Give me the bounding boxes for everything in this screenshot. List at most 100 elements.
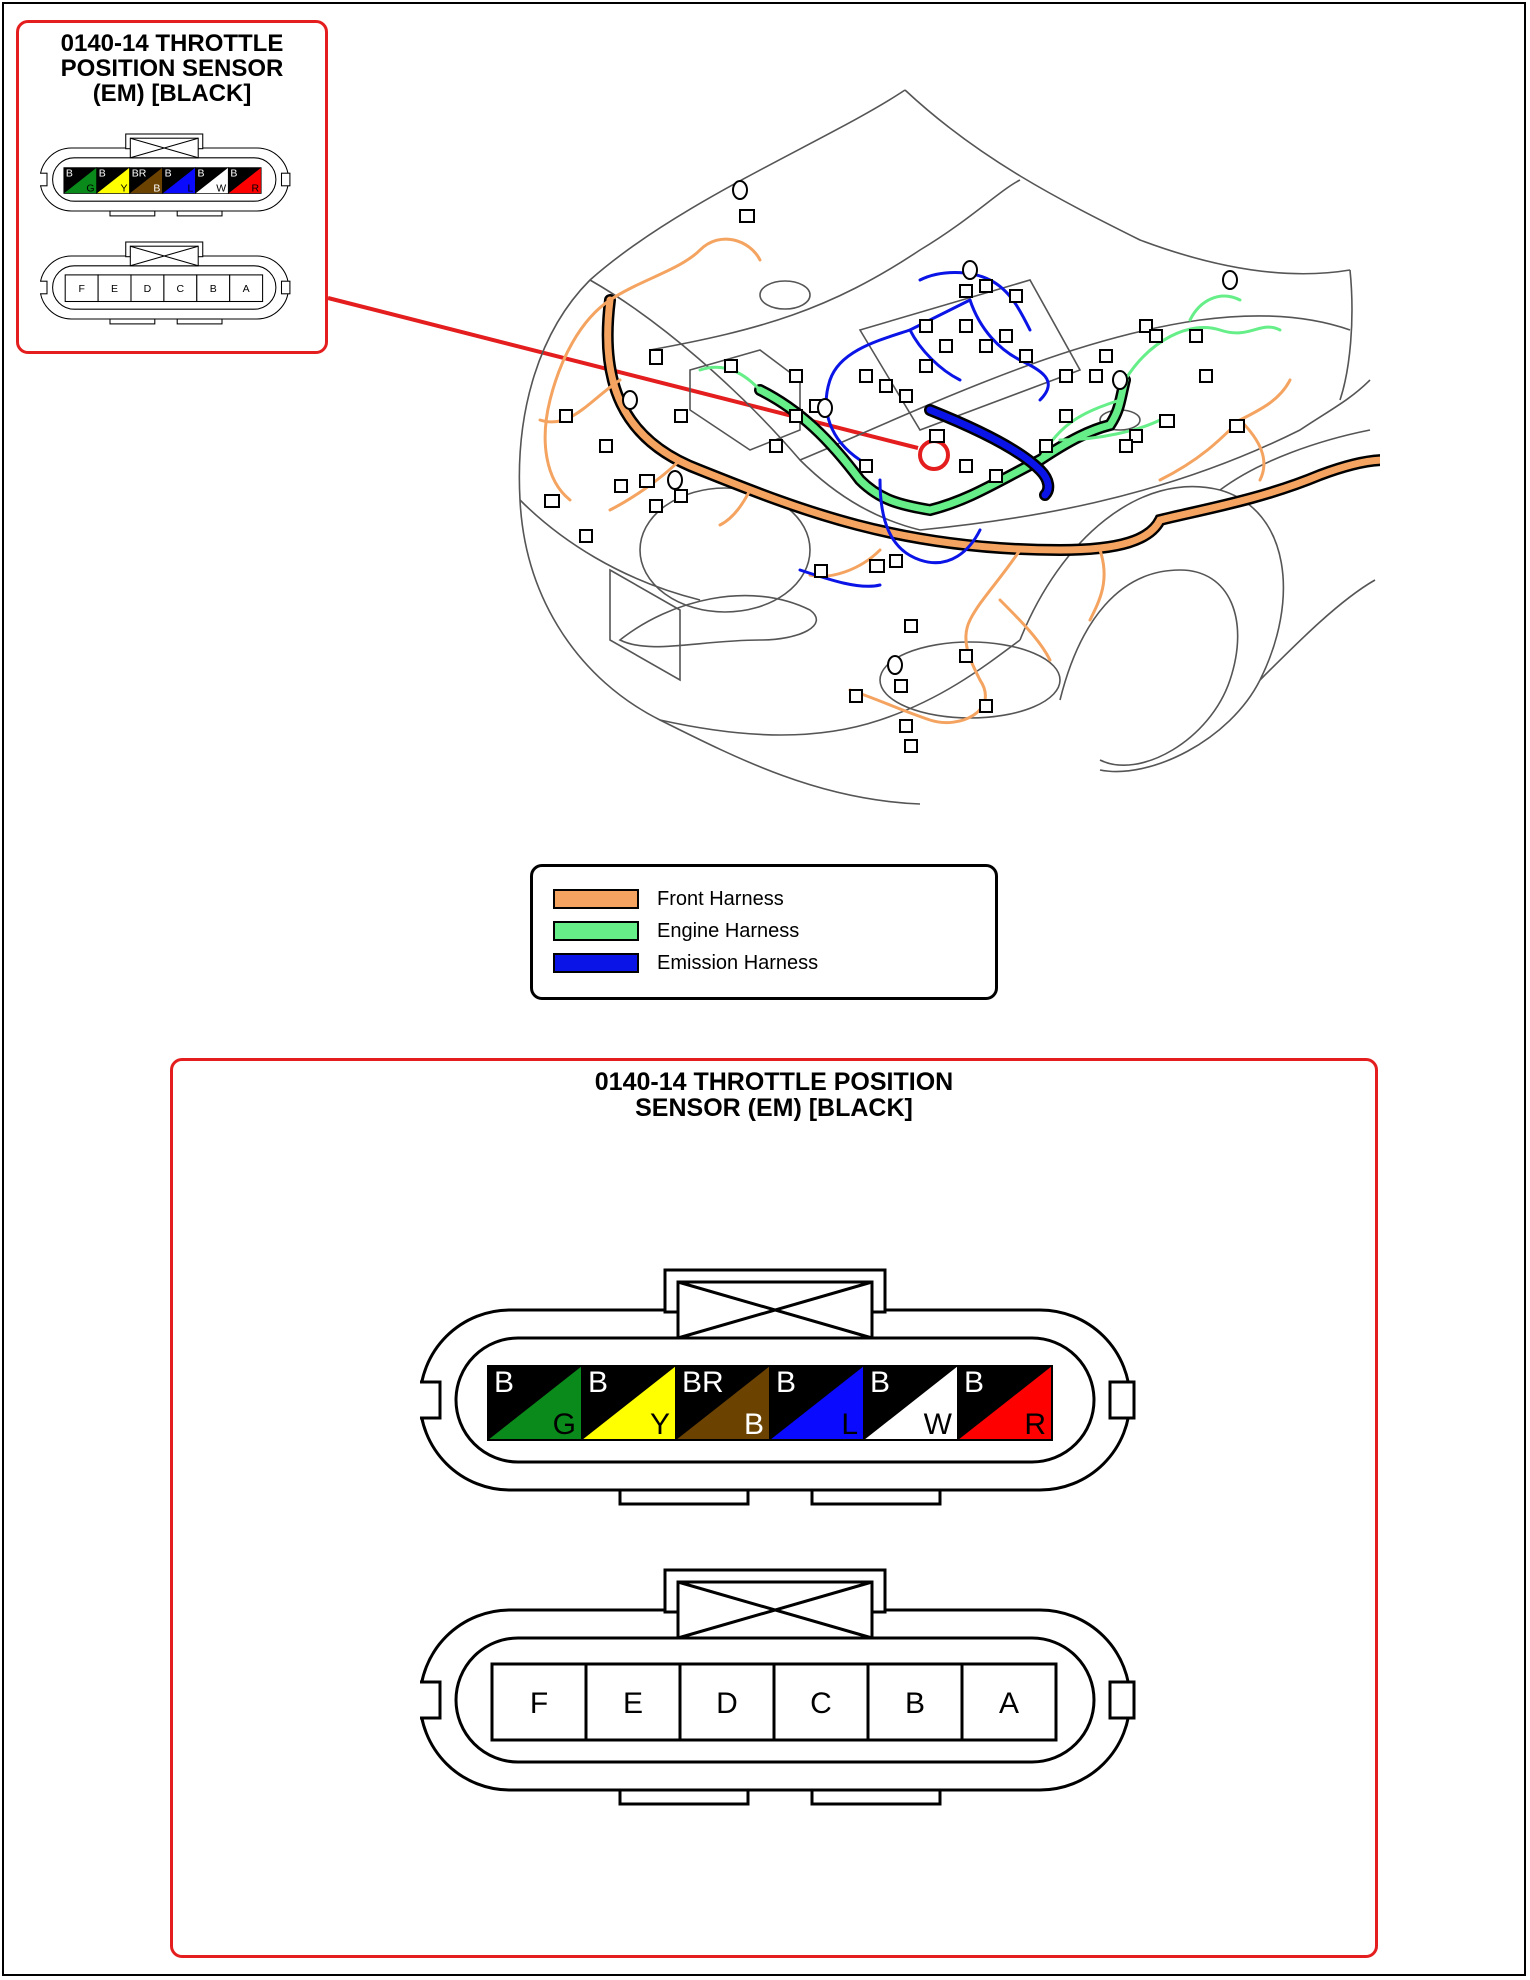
terminal-label: B bbox=[905, 1687, 925, 1720]
connector-side-tab bbox=[280, 280, 291, 295]
wire-pin-top-label: B bbox=[230, 168, 237, 180]
terminal-label: F bbox=[78, 283, 84, 295]
latch-cross-line bbox=[130, 245, 199, 267]
terminal-label: A bbox=[243, 283, 250, 295]
connector-key bbox=[810, 1488, 942, 1506]
wire-color-triangle bbox=[958, 1366, 1052, 1440]
title-big-line-1: 0140-14 THROTTLE POSITION bbox=[594, 1068, 954, 1096]
connector-side-tab bbox=[1108, 1380, 1136, 1420]
wire-pin-top-label: B bbox=[165, 168, 172, 180]
connector-callout-large: 0140-14 THROTTLE POSITION SENSOR (EM) [B… bbox=[170, 1058, 1378, 1958]
terminal-label: F bbox=[530, 1687, 548, 1720]
wire-pin-border bbox=[957, 1365, 1053, 1441]
wire-color-triangle bbox=[162, 167, 196, 194]
terminal-label: A bbox=[999, 1687, 1019, 1720]
wire-pin-bottom-label: W bbox=[924, 1408, 953, 1441]
terminal-label: C bbox=[177, 283, 185, 295]
front-harness bbox=[538, 237, 1380, 725]
terminal-label: D bbox=[716, 1687, 738, 1720]
terminal-cell bbox=[64, 274, 99, 303]
wire-pin-top-label: B bbox=[588, 1366, 608, 1399]
wire-pin-bottom-label: L bbox=[187, 182, 193, 194]
connector-key bbox=[109, 210, 156, 217]
wire-pin-top-label: BR bbox=[682, 1366, 724, 1399]
connector-side-tab bbox=[280, 172, 291, 187]
connector-side-tab bbox=[420, 1380, 442, 1420]
title-big-line-2: SENSOR (EM) [BLACK] bbox=[635, 1094, 913, 1123]
terminal-cell bbox=[97, 274, 132, 303]
wire-pin-bottom-label: Y bbox=[120, 182, 127, 194]
wire-color-triangle bbox=[676, 1366, 770, 1440]
wire-color-triangle bbox=[770, 1366, 864, 1440]
connector-side-tab bbox=[420, 1680, 442, 1720]
terminal-cell bbox=[866, 1662, 964, 1742]
connector-key bbox=[109, 318, 156, 325]
connector-side-tab bbox=[40, 172, 48, 187]
wire-pin-top-label: B bbox=[964, 1366, 984, 1399]
terminal-label: E bbox=[623, 1687, 643, 1720]
wire-pin-bottom-label: W bbox=[216, 182, 226, 194]
connector-key bbox=[618, 1488, 750, 1506]
wire-color-triangle bbox=[582, 1366, 676, 1440]
wire-pin-border bbox=[227, 167, 262, 194]
wire-color-triangle bbox=[129, 167, 163, 194]
wire-pin-bottom-label: R bbox=[252, 182, 260, 194]
terminal-label: B bbox=[210, 283, 217, 295]
title-line-1: 0140-14 THROTTLE bbox=[60, 30, 284, 57]
connector-key bbox=[618, 1788, 750, 1806]
wire-pin-top-label: BR bbox=[132, 168, 147, 180]
wire-pin-top-label: B bbox=[494, 1366, 514, 1399]
wire-pin-bottom-label: Y bbox=[650, 1408, 670, 1441]
harness-legend: Front Harness Engine Harness Emission Ha… bbox=[530, 864, 998, 1000]
terminal-cell bbox=[960, 1662, 1058, 1742]
vehicle-harness-illustration bbox=[518, 89, 1380, 805]
wire-pin-bottom-label: G bbox=[553, 1408, 576, 1441]
terminal-label: E bbox=[111, 283, 118, 295]
wire-pin-top-label: B bbox=[198, 168, 205, 180]
wire-pin-bottom-label: B bbox=[744, 1408, 764, 1441]
title-line-2: POSITION SENSOR bbox=[60, 55, 284, 83]
connector-key bbox=[176, 210, 223, 217]
harness-connectors bbox=[544, 209, 1245, 753]
legend-swatch-engine bbox=[553, 921, 639, 941]
terminal-label: C bbox=[810, 1687, 832, 1720]
wire-color-triangle bbox=[864, 1366, 958, 1440]
license-plate bbox=[609, 568, 681, 682]
wire-color-triangle bbox=[228, 167, 262, 194]
wire-pin-top-label: B bbox=[776, 1366, 796, 1399]
terminal-cell bbox=[772, 1662, 870, 1742]
wire-pin-bottom-label: G bbox=[86, 182, 94, 194]
grommets bbox=[622, 180, 1238, 675]
wire-pin-bottom-label: L bbox=[841, 1408, 858, 1441]
terminal-cell bbox=[229, 274, 264, 303]
terminal-cell bbox=[196, 274, 231, 303]
title-line-3: (EM) [BLACK] bbox=[92, 80, 252, 108]
latch-cross-line bbox=[677, 1280, 873, 1340]
legend-swatch-emission bbox=[553, 953, 639, 973]
wire-pin-bottom-label: R bbox=[1024, 1408, 1046, 1441]
wire-color-triangle bbox=[488, 1366, 582, 1440]
legend-label-emission: Emission Harness bbox=[657, 952, 819, 974]
terminal-cell bbox=[678, 1662, 776, 1742]
latch-cross-line bbox=[130, 137, 199, 159]
connector-title-small: 0140-14 THROTTLE POSITION SENSOR (EM) [B… bbox=[19, 31, 325, 107]
wire-pin-top-label: B bbox=[66, 168, 73, 180]
connector-side-tab bbox=[40, 280, 48, 295]
legend-swatch-front bbox=[553, 889, 639, 909]
connector-side-tab bbox=[1108, 1680, 1136, 1720]
connector-key bbox=[176, 318, 223, 325]
latch-cross-line bbox=[677, 1580, 873, 1640]
connector-key bbox=[810, 1788, 942, 1806]
terminal-cell bbox=[130, 274, 165, 303]
wire-pin-bottom-label: B bbox=[153, 182, 160, 194]
legend-label-engine: Engine Harness bbox=[657, 920, 800, 942]
connector-title-large: 0140-14 THROTTLE POSITION SENSOR (EM) [B… bbox=[173, 1069, 1375, 1122]
legend-label-front: Front Harness bbox=[657, 888, 784, 910]
